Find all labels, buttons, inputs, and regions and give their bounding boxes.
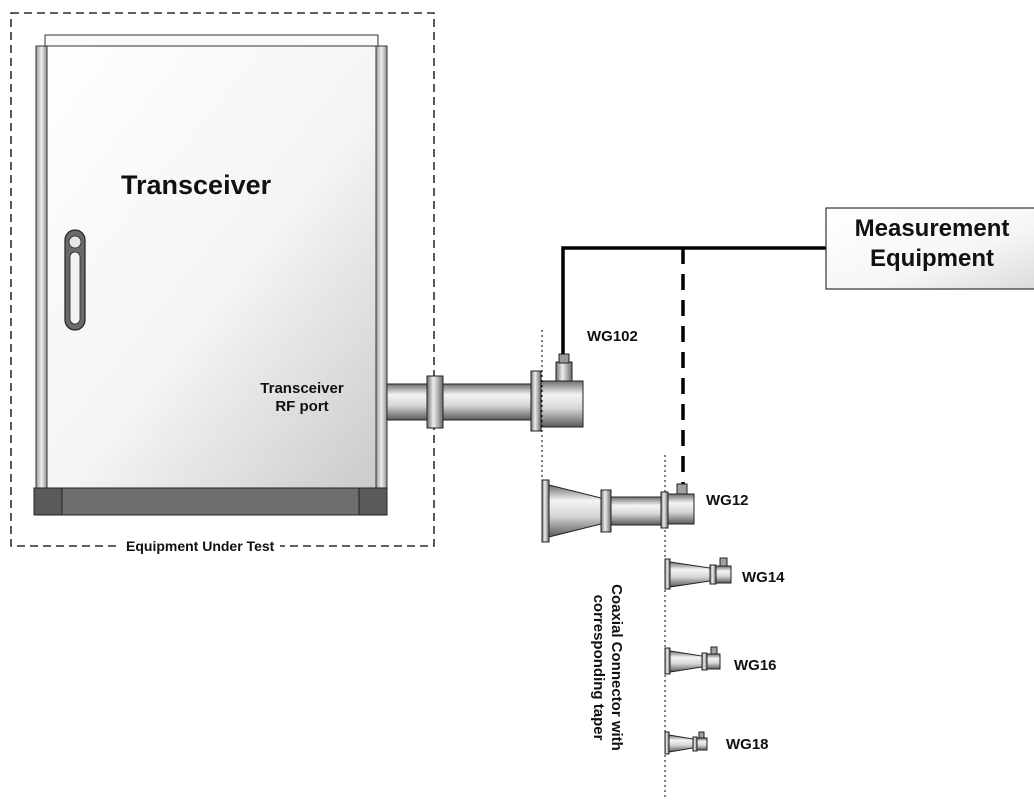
main-waveguide bbox=[386, 353, 584, 432]
rf-port-label: Transceiver RF port bbox=[232, 380, 372, 416]
wg102-label: WG102 bbox=[587, 328, 638, 345]
eut-label: Equipment Under Test bbox=[120, 538, 281, 554]
coaxial-label-line2: corresponding taper bbox=[590, 594, 607, 741]
wg102-adapter-body bbox=[540, 380, 584, 428]
wg18-label: WG18 bbox=[726, 736, 769, 753]
measurement-label-line2: Equipment bbox=[870, 245, 994, 272]
rf-port-label-line2: RF port bbox=[275, 398, 329, 415]
door-handle-icon bbox=[64, 229, 86, 331]
eut-boundary bbox=[10, 12, 435, 547]
waveguide-flange-2 bbox=[530, 370, 542, 432]
cabinet-right-rail bbox=[375, 45, 388, 489]
measurement-label-line1: Measurement bbox=[854, 215, 1010, 242]
transceiver-title: Transceiver bbox=[121, 170, 272, 200]
waveguide-flange-1 bbox=[426, 375, 444, 429]
cabinet-top-lip bbox=[44, 34, 379, 47]
wg102-connector bbox=[555, 361, 573, 382]
wg16-label: WG16 bbox=[734, 657, 777, 674]
transceiver-cabinet bbox=[33, 34, 388, 516]
wg18-taper-assembly bbox=[664, 731, 708, 755]
wg12-taper-assembly bbox=[541, 479, 695, 543]
measurement-cable bbox=[561, 246, 826, 354]
measurement-equipment-label: Measurement Equipment bbox=[826, 208, 1034, 288]
cabinet-base bbox=[33, 487, 388, 516]
measurement-equipment-box bbox=[825, 207, 1034, 290]
wg14-label: WG14 bbox=[742, 569, 785, 586]
cabinet-left-rail bbox=[35, 45, 48, 489]
wg12-label: WG12 bbox=[706, 492, 749, 509]
wg14-taper-assembly bbox=[664, 557, 732, 590]
coaxial-connector-label: Coaxial Connector with corresponding tap… bbox=[580, 560, 670, 775]
rf-port-label-line1: Transceiver bbox=[260, 380, 344, 397]
cabinet-door bbox=[35, 45, 388, 489]
wg16-taper-assembly bbox=[664, 646, 721, 675]
coaxial-label-line1: Coaxial Connector with bbox=[608, 584, 625, 751]
